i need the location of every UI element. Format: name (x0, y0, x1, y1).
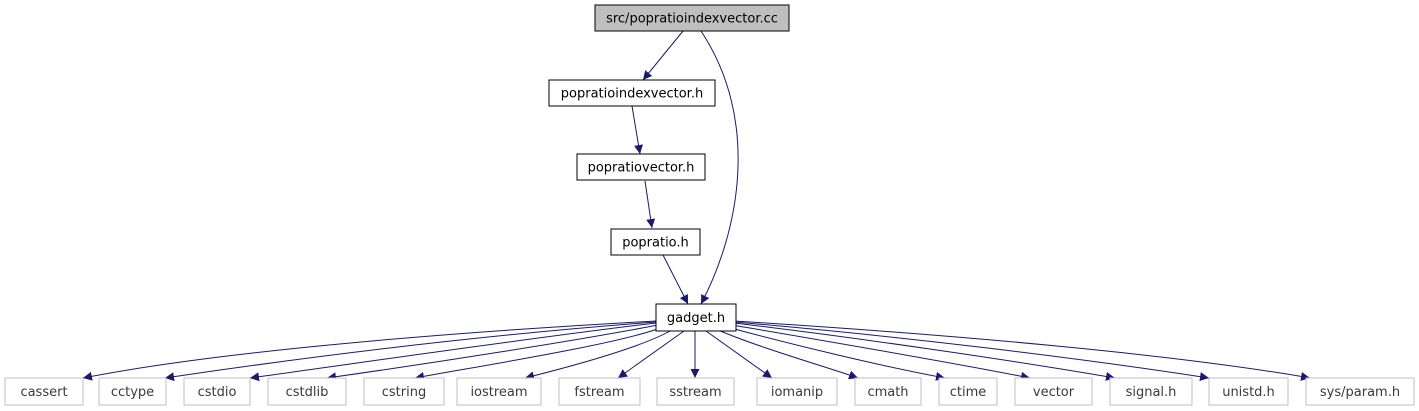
edge-gadget-h-to-ctime (726, 326, 946, 381)
node-gadget-h[interactable]: gadget.h (655, 303, 737, 332)
edge-gadget-h-to-cstdio (249, 322, 657, 382)
node-cassert-label: cassert (20, 385, 67, 400)
edge-gadget-h-to-iostream (524, 329, 673, 381)
edge-gadget-h-to-cassert (82, 320, 657, 381)
node-ctime-label: ctime (950, 385, 987, 400)
node-cstdio[interactable]: cstdio (183, 377, 251, 406)
node-cctype[interactable]: cctype (98, 377, 167, 406)
node-popratiovector-h[interactable]: popratiovector.h (576, 153, 706, 181)
edge-gadget-h-to-fstream (617, 330, 685, 379)
node-unistd-h-label: unistd.h (1222, 385, 1275, 400)
node-vector-label: vector (1033, 385, 1075, 400)
node-popratioindexvector-h-box (548, 79, 716, 107)
edge-popratio-h-to-gadget-h (662, 254, 689, 305)
node-cstring[interactable]: cstring (363, 377, 445, 406)
node-cmath[interactable]: cmath (854, 377, 922, 406)
node-popratio-h-label: popratio.h (622, 236, 689, 251)
node-cmath-label: cmath (867, 385, 908, 400)
node-popratioindexvector-h-label: popratioindexvector.h (561, 87, 703, 102)
node-iomanip-label: iomanip (771, 385, 823, 400)
node-popratio-h-box (610, 228, 701, 256)
node-ctime[interactable]: ctime (938, 377, 998, 406)
node-popratio-h[interactable]: popratio.h (610, 228, 701, 256)
node-cstdlib[interactable]: cstdlib (267, 377, 347, 406)
node-sys-param-h-label: sys/param.h (1320, 385, 1400, 400)
node-cctype-label: cctype (111, 385, 154, 400)
node-root-box (594, 4, 790, 32)
node-cassert[interactable]: cassert (4, 377, 84, 406)
node-root-label: src/popratioindexvector.cc (606, 12, 778, 27)
node-unistd-h-box (1208, 377, 1289, 406)
node-cstdio-label: cstdio (198, 385, 237, 400)
edge-gadget-h-to-cstdlib (326, 324, 659, 382)
node-cctype-box (98, 377, 167, 406)
node-cstring-box (363, 377, 445, 406)
edge-gadget-h-to-sys-param-h (733, 320, 1311, 381)
node-fstream-box (558, 377, 641, 406)
node-signal-h-box (1109, 377, 1193, 406)
dependency-nodes: src/popratioindexvector.cc popratioindex… (4, 4, 1415, 406)
edge-popratiovector-h-to-popratio-h (644, 180, 656, 229)
node-sstream[interactable]: sstream (656, 377, 735, 406)
node-iostream[interactable]: iostream (456, 377, 542, 406)
node-gadget-h-box (655, 303, 737, 332)
edge-gadget-h-to-cstring (414, 326, 664, 381)
node-sstream-label: sstream (669, 385, 721, 400)
node-sys-param-h[interactable]: sys/param.h (1305, 377, 1415, 406)
node-popratiovector-h-label: popratiovector.h (588, 161, 695, 176)
node-popratioindexvector-h[interactable]: popratioindexvector.h (548, 79, 716, 107)
edge-popratioindexvector-h-to-popratiovector-h (631, 105, 643, 155)
edge-root-to-gadget-h (700, 30, 739, 305)
edge-gadget-h-to-iomanip (705, 330, 773, 379)
edge-gadget-h-to-cmath (717, 329, 859, 380)
node-cstdlib-label: cstdlib (286, 385, 329, 400)
node-iostream-box (456, 377, 542, 406)
node-cstring-label: cstring (382, 385, 426, 400)
edge-gadget-h-to-cctype (164, 321, 657, 382)
node-signal-h[interactable]: signal.h (1109, 377, 1193, 406)
edge-gadget-h-to-unistd-h (733, 321, 1210, 382)
node-cstdlib-box (267, 377, 347, 406)
node-gadget-h-label: gadget.h (667, 311, 725, 326)
node-popratiovector-h-box (576, 153, 706, 181)
dependency-edges (82, 30, 1311, 382)
node-signal-h-label: signal.h (1126, 385, 1177, 400)
node-cmath-box (854, 377, 922, 406)
node-iomanip[interactable]: iomanip (756, 377, 838, 406)
edge-root-to-popratioindexvector-h (642, 30, 684, 81)
node-fstream[interactable]: fstream (558, 377, 641, 406)
node-sys-param-h-box (1305, 377, 1415, 406)
node-iostream-label: iostream (470, 385, 527, 400)
node-ctime-box (938, 377, 998, 406)
node-root-file[interactable]: src/popratioindexvector.cc (594, 4, 790, 32)
edge-gadget-h-to-vector (731, 324, 1031, 381)
node-fstream-label: fstream (574, 385, 624, 400)
node-iomanip-box (756, 377, 838, 406)
node-cstdio-box (183, 377, 251, 406)
node-cassert-box (4, 377, 84, 406)
node-vector-box (1014, 377, 1093, 406)
node-sstream-box (656, 377, 735, 406)
edge-gadget-h-to-signal-h (733, 322, 1116, 381)
node-unistd-h[interactable]: unistd.h (1208, 377, 1289, 406)
node-vector[interactable]: vector (1014, 377, 1093, 406)
